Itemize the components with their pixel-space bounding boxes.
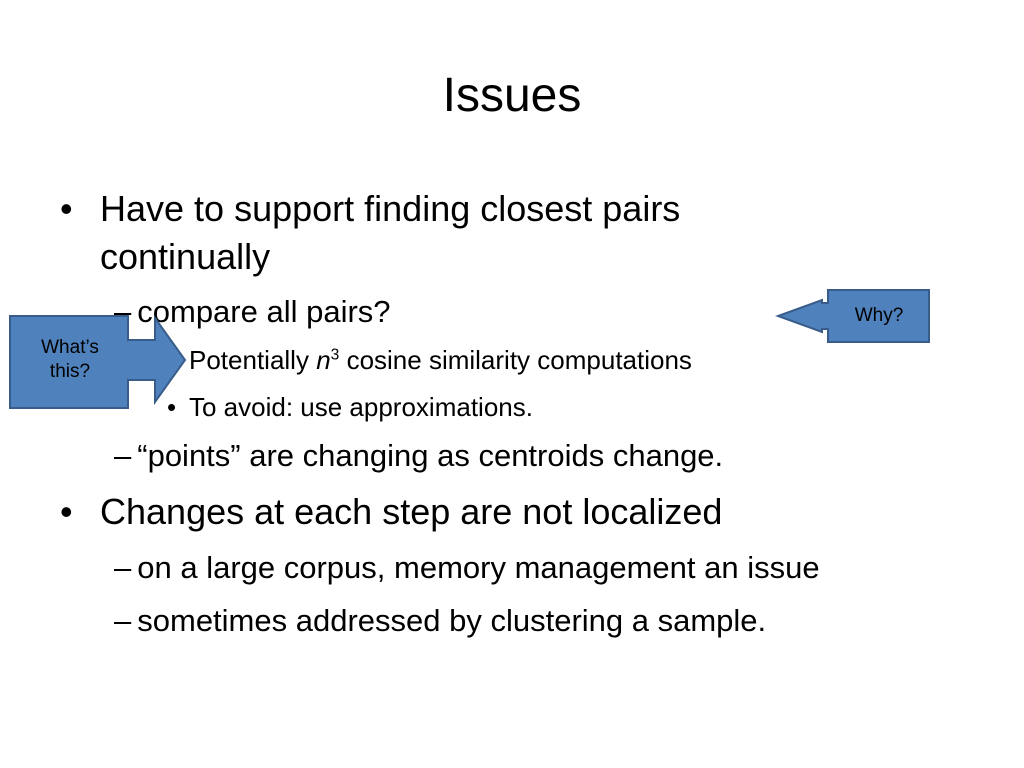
- sub-bullet-4-text: sometimes addressed by clustering a samp…: [137, 603, 767, 638]
- whats-this-label: What’s this?: [14, 336, 126, 384]
- bullet-1-cont-text: continually: [100, 236, 271, 277]
- sub-sub-bullet-1: • Potentially n3 cosine similarity compu…: [167, 343, 692, 377]
- bullet-marker: •: [60, 188, 73, 229]
- bullet-1-text: Have to support finding closest pairs: [100, 188, 681, 229]
- bullet-marker: •: [60, 491, 73, 532]
- bullet-1: • Have to support finding closest pairs: [60, 186, 681, 232]
- dash-marker: –: [114, 550, 132, 585]
- whats-this-line-1: What’s: [41, 337, 99, 358]
- sub-bullet-2: –“points” are changing as centroids chan…: [114, 436, 723, 476]
- dash-marker: –: [114, 603, 132, 638]
- bullet-marker: •: [167, 392, 177, 422]
- sub-sub-bullet-2-text: To avoid: use approximations.: [189, 392, 533, 422]
- dash-marker: –: [114, 438, 132, 473]
- sub-sub-bullet-1-post: cosine similarity computations: [339, 345, 692, 375]
- why-arrow-callout[interactable]: [775, 289, 930, 343]
- sub-bullet-1-text: compare all pairs?: [137, 294, 391, 329]
- whats-this-line-2: this?: [49, 361, 91, 382]
- slide-title: Issues: [442, 69, 582, 122]
- why-label: Why?: [854, 305, 904, 326]
- bullet-2: • Changes at each step are not localized: [60, 489, 723, 535]
- variable-n: n: [316, 345, 331, 375]
- sub-sub-bullet-2: • To avoid: use approximations.: [167, 390, 533, 424]
- whats-this-arrow-callout[interactable]: [9, 314, 187, 409]
- sub-sub-bullet-1-pre: Potentially: [189, 345, 317, 375]
- exponent: 3: [330, 346, 340, 364]
- sub-bullet-3: –on a large corpus, memory management an…: [114, 548, 820, 588]
- sub-bullet-2-text: “points” are changing as centroids chang…: [137, 438, 724, 473]
- bullet-2-text: Changes at each step are not localized: [100, 491, 723, 532]
- bullet-1-continuation: continually: [100, 234, 270, 280]
- sub-bullet-4: –sometimes addressed by clustering a sam…: [114, 601, 766, 641]
- sub-bullet-3-text: on a large corpus, memory management an …: [137, 550, 820, 585]
- sub-bullet-1: –compare all pairs?: [114, 292, 391, 332]
